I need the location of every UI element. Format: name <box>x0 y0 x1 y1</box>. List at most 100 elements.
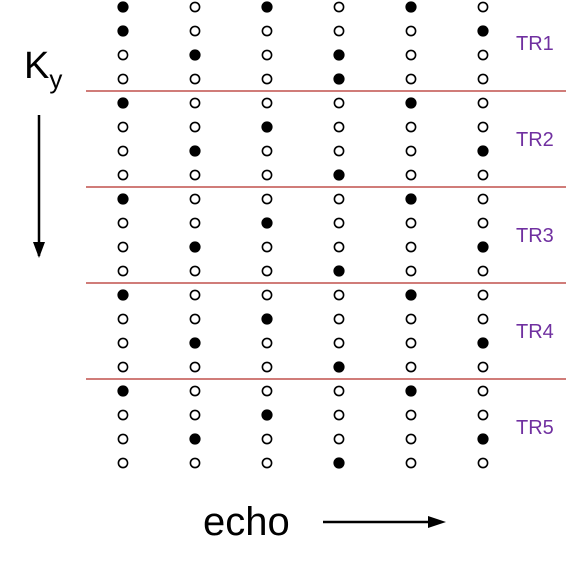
tr-label-4: TR4 <box>516 321 554 343</box>
sampled-point <box>117 25 129 37</box>
unsampled-point <box>333 289 345 301</box>
unsampled-point <box>405 265 417 277</box>
unsampled-point <box>189 409 201 421</box>
unsampled-point <box>261 241 273 253</box>
sampled-point <box>117 97 129 109</box>
unsampled-point <box>189 1 201 13</box>
sampled-point <box>261 313 273 325</box>
sampled-point <box>477 145 489 157</box>
unsampled-point <box>333 25 345 37</box>
unsampled-point <box>189 361 201 373</box>
unsampled-point <box>477 121 489 133</box>
unsampled-point <box>189 121 201 133</box>
unsampled-point <box>261 337 273 349</box>
unsampled-point <box>333 313 345 325</box>
sampled-point <box>333 361 345 373</box>
tr-label-3: TR3 <box>516 225 554 247</box>
sampled-point <box>117 1 129 13</box>
tr-separators <box>86 90 566 380</box>
sampled-point <box>333 49 345 61</box>
unsampled-point <box>261 265 273 277</box>
sampled-point <box>405 1 417 13</box>
sampled-point <box>405 193 417 205</box>
unsampled-point <box>189 217 201 229</box>
unsampled-point <box>477 49 489 61</box>
unsampled-point <box>117 337 129 349</box>
unsampled-point <box>189 25 201 37</box>
unsampled-point <box>477 361 489 373</box>
unsampled-point <box>405 121 417 133</box>
sampled-point <box>405 97 417 109</box>
unsampled-point <box>117 457 129 469</box>
unsampled-point <box>261 289 273 301</box>
sampled-point <box>117 385 129 397</box>
unsampled-point <box>333 193 345 205</box>
unsampled-point <box>333 121 345 133</box>
unsampled-point <box>117 73 129 85</box>
unsampled-point <box>405 409 417 421</box>
sampled-point <box>477 337 489 349</box>
unsampled-point <box>189 73 201 85</box>
unsampled-point <box>117 409 129 421</box>
sampled-point <box>189 337 201 349</box>
sampled-point <box>477 433 489 445</box>
unsampled-point <box>261 49 273 61</box>
unsampled-point <box>477 97 489 109</box>
unsampled-point <box>333 1 345 13</box>
sampled-point <box>189 241 201 253</box>
unsampled-point <box>117 241 129 253</box>
unsampled-point <box>333 217 345 229</box>
unsampled-point <box>405 217 417 229</box>
unsampled-point <box>261 193 273 205</box>
unsampled-point <box>405 169 417 181</box>
unsampled-point <box>477 217 489 229</box>
sampled-point <box>477 25 489 37</box>
unsampled-point <box>189 289 201 301</box>
unsampled-point <box>189 193 201 205</box>
unsampled-point <box>189 457 201 469</box>
unsampled-point <box>189 169 201 181</box>
unsampled-point <box>189 385 201 397</box>
sampled-point <box>261 121 273 133</box>
sampled-point <box>189 49 201 61</box>
unsampled-point <box>261 457 273 469</box>
unsampled-point <box>117 433 129 445</box>
unsampled-point <box>477 289 489 301</box>
unsampled-point <box>405 361 417 373</box>
unsampled-point <box>333 241 345 253</box>
unsampled-point <box>477 1 489 13</box>
echo-arrow-head <box>428 516 446 528</box>
sampled-point <box>477 241 489 253</box>
unsampled-point <box>405 337 417 349</box>
unsampled-point <box>477 265 489 277</box>
unsampled-point <box>405 313 417 325</box>
unsampled-point <box>333 145 345 157</box>
sampled-point <box>261 217 273 229</box>
unsampled-point <box>405 145 417 157</box>
unsampled-point <box>189 97 201 109</box>
unsampled-point <box>117 313 129 325</box>
unsampled-point <box>117 145 129 157</box>
unsampled-point <box>405 457 417 469</box>
sampled-point <box>333 265 345 277</box>
ky-axis-label: Ky <box>24 45 62 94</box>
unsampled-point <box>117 121 129 133</box>
unsampled-point <box>117 169 129 181</box>
sampling-dots <box>117 1 489 469</box>
unsampled-point <box>477 457 489 469</box>
unsampled-point <box>333 337 345 349</box>
ky-arrow-head <box>33 242 45 258</box>
unsampled-point <box>261 97 273 109</box>
unsampled-point <box>189 265 201 277</box>
sampled-point <box>117 193 129 205</box>
unsampled-point <box>261 385 273 397</box>
sampled-point <box>333 169 345 181</box>
unsampled-point <box>261 73 273 85</box>
unsampled-point <box>261 361 273 373</box>
unsampled-point <box>477 385 489 397</box>
unsampled-point <box>333 409 345 421</box>
unsampled-point <box>261 169 273 181</box>
unsampled-point <box>477 409 489 421</box>
unsampled-point <box>477 313 489 325</box>
